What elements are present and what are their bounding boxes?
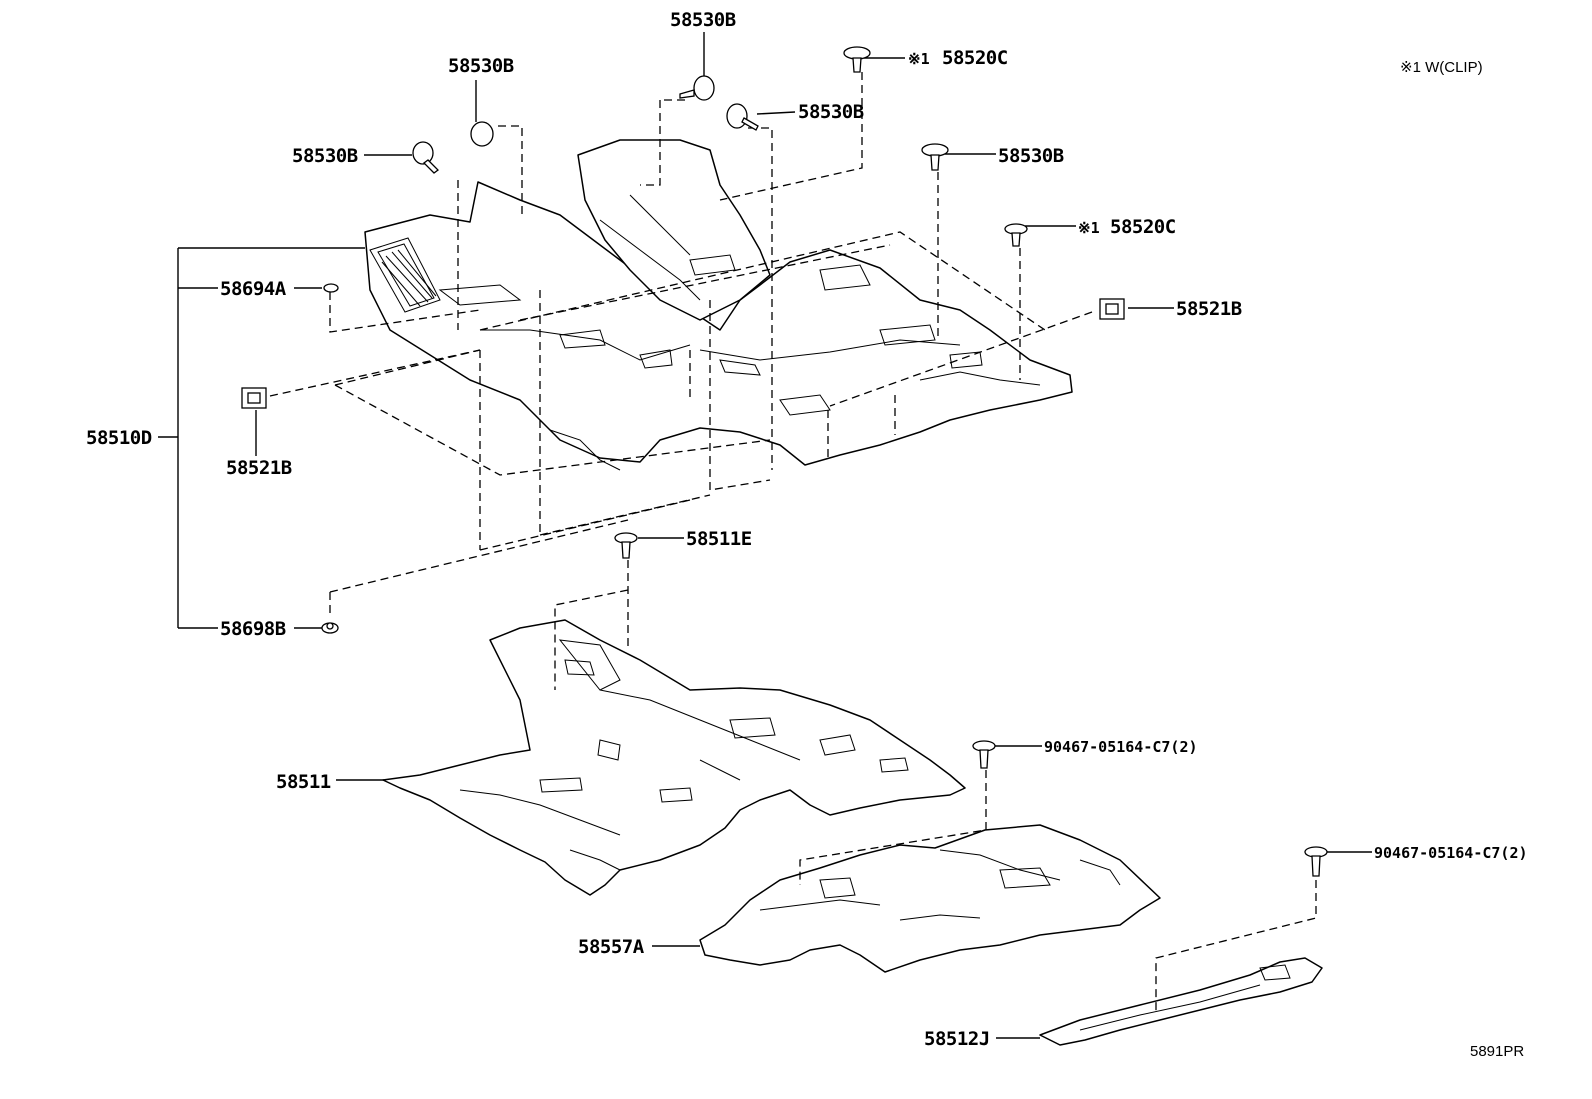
diagram-code: 5891PR [1470,1043,1524,1060]
clip-58521b-right[interactable] [1099,298,1125,320]
floor-carpet-58510d[interactable] [364,139,1073,471]
leader-lines [158,32,1372,1039]
label-58520c-top: 58520C [942,47,1008,69]
label-58530b-b: 58530B [798,101,864,123]
clip-note: ※1 W(CLIP) [1400,59,1483,76]
clip-58520c-mid[interactable] [1004,223,1028,247]
label-58511e: 58511E [686,528,752,550]
clip-58511e[interactable] [614,532,638,559]
clip-58694a[interactable] [323,283,339,293]
clip-58530b-b[interactable] [726,103,759,131]
clip-58530b-c[interactable] [412,141,439,174]
label-90467-a: 90467-05164-C7(2) [1044,738,1198,756]
label-90467-b: 90467-05164-C7(2) [1374,844,1528,862]
label-58520c-mid-mark: ※1 [1078,219,1100,237]
label-58512j: 58512J [924,1028,990,1050]
screw-90467-a[interactable] [972,740,996,769]
dashed-guide-lines [269,72,1317,1015]
label-58510d: 58510D [86,427,152,449]
floor-silencer-58557a[interactable] [699,824,1161,973]
clip-58520c-top[interactable] [843,46,871,73]
label-58521b-left: 58521B [226,457,292,479]
label-58521b-right: 58521B [1176,298,1242,320]
label-58698b: 58698B [220,618,286,640]
clip-58530b-a[interactable] [470,121,494,147]
label-58530b-a: 58530B [448,55,514,77]
label-58511: 58511 [276,771,331,793]
label-58520c-mid: 58520C [1110,216,1176,238]
clip-58698b[interactable] [321,622,339,634]
floor-silencer-58511[interactable] [382,619,966,896]
screw-90467-b[interactable] [1304,846,1328,877]
label-58530b-top: 58530B [670,9,736,31]
clip-58530b-d[interactable] [921,143,949,171]
label-58557a: 58557A [578,936,645,958]
floor-silencer-58512j[interactable] [1039,957,1323,1046]
clip-58521b-left[interactable] [241,387,267,409]
label-58520c-top-mark: ※1 [908,50,930,68]
clip-58530b-top[interactable] [679,75,715,101]
label-58530b-d: 58530B [998,145,1064,167]
label-58530b-c: 58530B [292,145,358,167]
label-58694a: 58694A [220,278,287,300]
